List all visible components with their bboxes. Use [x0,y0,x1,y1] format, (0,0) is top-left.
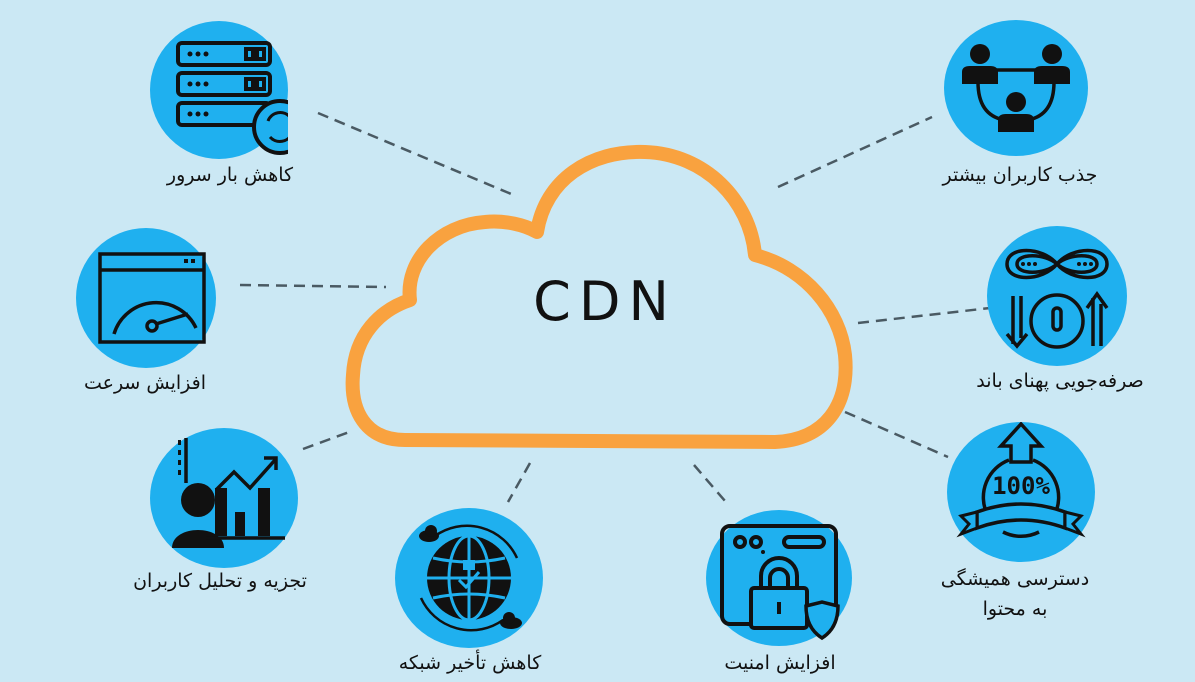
badge-100-percent-icon: 100% [947,422,1095,562]
benefit-label: جذب کاربران بیشتر [942,164,1098,186]
benefit-label: کاهش تأخیر شبکه [398,652,542,674]
benefit-label: کاهش بار سرور [166,164,294,186]
cdn-cloud: CDN [345,140,865,460]
connector-latency [506,462,532,503]
benefit-label-line1: دسترسی همیشگی [940,568,1090,590]
connector-users [777,115,933,189]
globe-cloud-sync-icon [395,508,543,648]
benefit-label-line2: به محتوا [982,598,1048,620]
infinity-gauge-arrows-icon [987,226,1127,366]
connector-speed [239,283,387,289]
cdn-title: CDN [533,270,677,333]
connector-availability [844,410,949,459]
users-network-icon [944,20,1088,156]
benefit-label: تجزیه و تحلیل کاربران [133,570,307,592]
user-analytics-chart-icon [150,428,298,568]
benefit-label: افزایش سرعت [83,372,207,394]
cloud-outline-icon [345,144,853,449]
server-refresh-icon [150,21,288,159]
speedometer-browser-icon [76,228,216,368]
connector-security [693,464,726,502]
benefit-label: صرفه‌جویی پهنای باند [976,370,1144,392]
connector-analytics [302,429,353,451]
svg-text:100%: 100% [992,472,1050,500]
connector-bandwidth [857,306,991,325]
browser-lock-shield-icon [706,510,852,646]
benefit-label: افزایش امنیت [724,652,836,674]
